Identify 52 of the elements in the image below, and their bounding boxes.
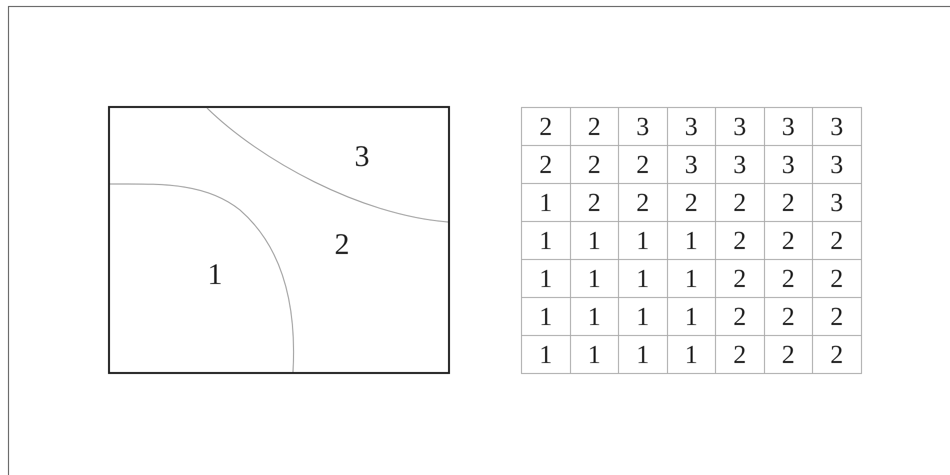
table-cell: 2	[764, 260, 813, 298]
table-cell: 2	[764, 298, 813, 336]
table-cell: 2	[813, 260, 862, 298]
table-cell: 3	[813, 184, 862, 222]
table-cell: 1	[570, 260, 619, 298]
table-cell: 3	[813, 108, 862, 146]
table-cell: 2	[570, 108, 619, 146]
table-cell: 2	[668, 184, 716, 222]
table-cell: 1	[619, 260, 668, 298]
table-cell: 3	[716, 146, 764, 184]
table-cell: 1	[668, 222, 716, 260]
table-cell: 3	[668, 108, 716, 146]
table-cell: 1	[522, 222, 570, 260]
region-number: 1	[208, 259, 222, 291]
table-cell: 2	[522, 108, 570, 146]
table-cell: 3	[764, 108, 813, 146]
table-cell: 2	[522, 146, 570, 184]
table-cell: 2	[764, 222, 813, 260]
table-cell: 1	[668, 260, 716, 298]
table-cell: 1	[522, 298, 570, 336]
table-cell: 1	[570, 336, 619, 374]
table-cell: 3	[716, 108, 764, 146]
table-cell: 1	[522, 336, 570, 374]
table-cell: 2	[619, 146, 668, 184]
table-cell: 1	[522, 260, 570, 298]
table-cell: 2	[716, 298, 764, 336]
region-number: 3	[354, 141, 370, 173]
table-cell: 2	[716, 260, 764, 298]
region-number: 2	[334, 229, 350, 261]
table-cell: 1	[619, 298, 668, 336]
table-cell: 2	[716, 336, 764, 374]
table-cell: 1	[522, 184, 570, 222]
table-cell: 2	[813, 298, 862, 336]
table-cell: 2	[570, 146, 619, 184]
table-cell: 1	[570, 298, 619, 336]
table-cell: 3	[764, 146, 813, 184]
table-cell: 2	[813, 222, 862, 260]
table-cell: 1	[619, 336, 668, 374]
table-cell: 2	[619, 184, 668, 222]
table-cell: 2	[716, 184, 764, 222]
table-cell: 1	[668, 298, 716, 336]
table-cell: 2	[764, 184, 813, 222]
table-cell: 2	[813, 336, 862, 374]
table-cell: 3	[813, 146, 862, 184]
table-cell: 1	[668, 336, 716, 374]
table-cell: 3	[668, 146, 716, 184]
table-cell: 1	[570, 222, 619, 260]
table-cell: 3	[619, 108, 668, 146]
table-cell: 2	[716, 222, 764, 260]
table-cell: 1	[619, 222, 668, 260]
table-cell: 2	[570, 184, 619, 222]
table-cell: 2	[764, 336, 813, 374]
